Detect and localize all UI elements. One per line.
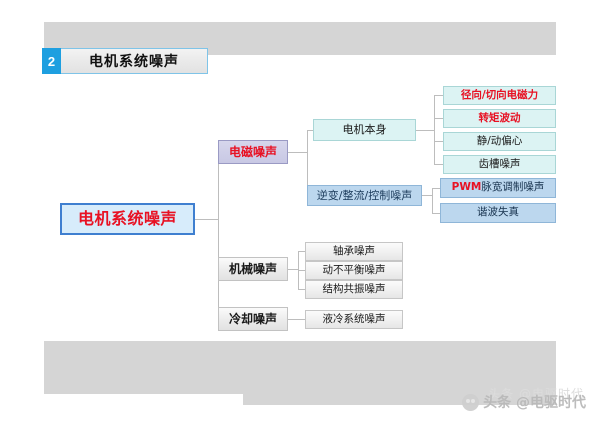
connector-spine-vertical (218, 152, 219, 319)
leaf-liquid-cooling-noise[interactable]: 液冷系统噪声 (305, 310, 403, 329)
connector-cool-leaf-1 (288, 319, 305, 320)
slide-number-badge: 2 (42, 48, 61, 74)
leaf-pwm-rest: 脉宽调制噪声 (481, 181, 545, 194)
leaf-structural-resonance-noise[interactable]: 结构共振噪声 (305, 280, 403, 299)
watermark: 头条 @电驱时代 (462, 392, 586, 412)
leaf-bearing-noise[interactable]: 轴承噪声 (305, 242, 403, 261)
leaf-harmonic-distortion[interactable]: 谐波失真 (440, 203, 556, 223)
node-motor-itself[interactable]: 电机本身 (313, 119, 416, 141)
node-root[interactable]: 电机系统噪声 (60, 203, 195, 235)
connector-motor-leaf-4 (434, 164, 443, 165)
connector-em-subspine (307, 130, 308, 195)
connector-motor-leaf-3 (434, 141, 443, 142)
watermark-ghost: 头条 @电驱时代 (488, 387, 584, 401)
node-mechanical[interactable]: 机械噪声 (218, 257, 288, 281)
connector-mech-leaf-3 (298, 289, 305, 290)
leaf-dynamic-imbalance-noise[interactable]: 动不平衡噪声 (305, 261, 403, 280)
leaf-cogging-noise[interactable]: 齿槽噪声 (443, 155, 556, 174)
connector-inverter-leaf-1 (432, 188, 440, 189)
connector-motor-leaf-1 (434, 95, 443, 96)
connector-motor-leafspine (434, 95, 435, 165)
slide-title-text: 电机系统噪声 (61, 48, 208, 74)
connector-mech-leaf-1 (298, 251, 305, 252)
leaf-torque-ripple[interactable]: 转矩波动 (443, 109, 556, 128)
node-cooling[interactable]: 冷却噪声 (218, 307, 288, 331)
wechat-icon (462, 393, 480, 411)
connector-inverter-leaf-2 (432, 213, 440, 214)
connector-motor-out (416, 130, 434, 131)
connector-mech-leaf-2 (298, 270, 305, 271)
connector-em-to-motor (307, 130, 313, 131)
slide-title: 2 电机系统噪声 (42, 48, 208, 74)
leaf-radial-tangential-force[interactable]: 径向/切向电磁力 (443, 86, 556, 105)
connector-em-out (288, 152, 307, 153)
watermark-text: 头条 @电驱时代 (483, 395, 586, 411)
leaf-pwm-prefix: PWM (451, 181, 482, 194)
connector-inverter-leafspine (432, 188, 433, 213)
leaf-static-dynamic-eccentricity[interactable]: 静/动偏心 (443, 132, 556, 151)
node-inverter-rectifier-control[interactable]: 逆变/整流/控制噪声 (307, 185, 422, 206)
connector-inverter-out (422, 195, 432, 196)
node-electromagnetic[interactable]: 电磁噪声 (218, 140, 288, 164)
slide-band-bottom-white (44, 394, 243, 412)
connector-mech-out (288, 269, 298, 270)
connector-root-spine (195, 219, 218, 220)
connector-motor-leaf-2 (434, 118, 443, 119)
